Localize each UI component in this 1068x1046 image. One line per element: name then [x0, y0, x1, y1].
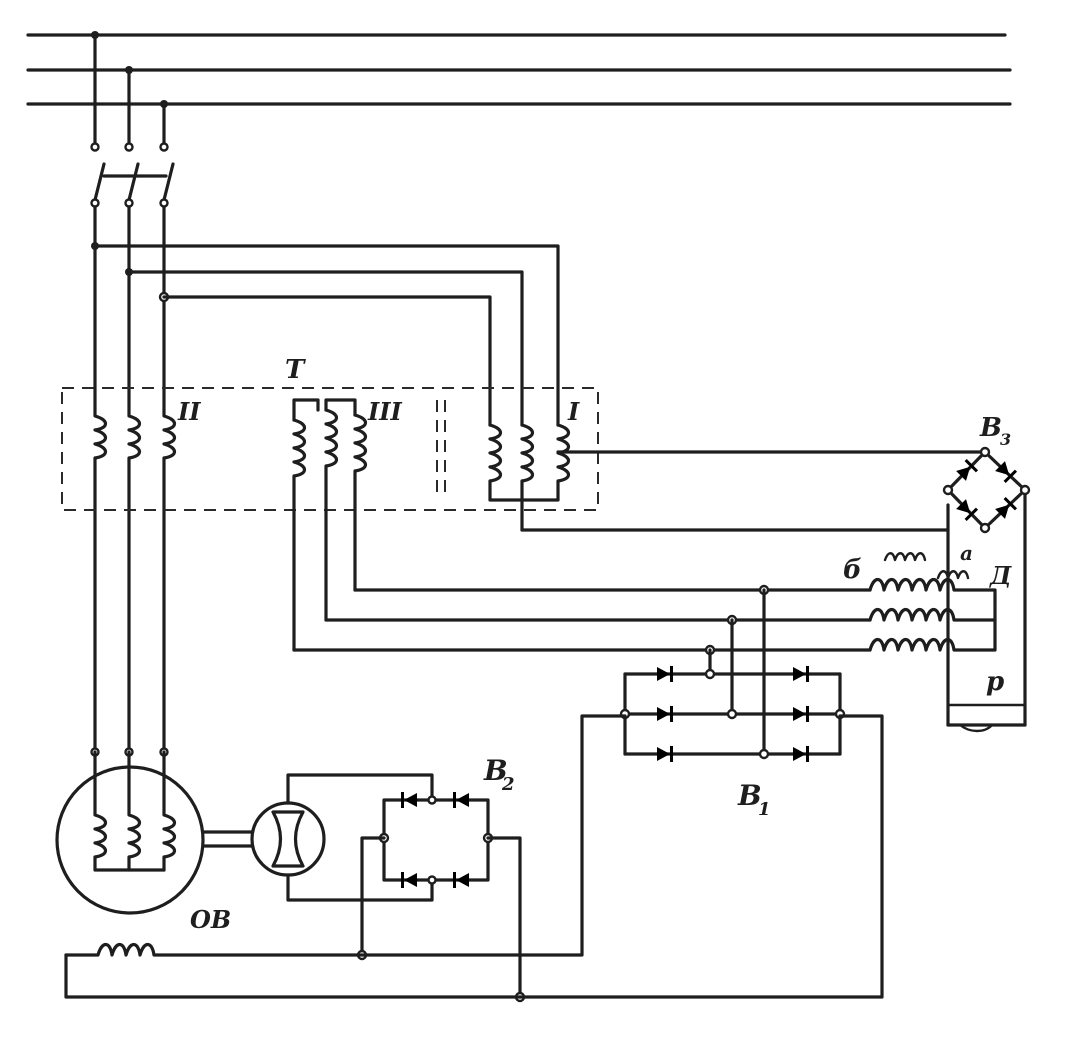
- rectifier-B1: [619, 666, 846, 762]
- field-winding-label: ОВ: [190, 905, 231, 934]
- winding-I-feed-wires: [93, 244, 560, 427]
- winding-II-label: II: [177, 397, 201, 426]
- reactor-feed-wires: [292, 584, 872, 756]
- field-winding-circuit: [64, 714, 884, 999]
- diode-icon: [401, 872, 417, 888]
- winding-III-label: III: [367, 397, 402, 426]
- rectifier-B1-label: B: [737, 779, 762, 812]
- rectifier-B3-label: B: [979, 413, 1002, 443]
- coil-d-label: Д: [989, 561, 1012, 590]
- rectifier-B3-subscript: 3: [1000, 430, 1011, 449]
- transformer-T: [61, 387, 599, 511]
- rectifier-B2-label: B: [483, 754, 508, 787]
- rectifier-B2: [356, 792, 526, 1003]
- coil-b-label: б: [843, 555, 862, 585]
- main-switch: [90, 31, 175, 208]
- winding-III: [292, 398, 368, 652]
- winding-I: [488, 423, 987, 532]
- rectifier-B2-subscript: 2: [501, 774, 515, 795]
- saturable-reactor: [868, 488, 1027, 733]
- coil-a-label: а: [960, 541, 973, 565]
- tachogenerator: [250, 773, 434, 902]
- motor: [55, 750, 254, 915]
- diode-icon: [401, 792, 417, 808]
- diode-icon: [793, 706, 809, 722]
- diode-icon: [657, 666, 673, 682]
- supply-bus-bars: [26, 33, 1012, 106]
- diode-icon: [793, 746, 809, 762]
- coil-r-label: р: [986, 667, 1004, 697]
- diode-icon: [657, 746, 673, 762]
- diode-icon: [657, 706, 673, 722]
- rectifier-B1-subscript: 1: [758, 799, 771, 820]
- diode-icon: [453, 792, 469, 808]
- winding-I-label: I: [567, 397, 580, 426]
- diode-icon: [453, 872, 469, 888]
- motor-feeders: [90, 205, 177, 757]
- transformer-label: T: [285, 355, 306, 385]
- rectifier-B3: [942, 446, 1031, 534]
- diode-icon: [793, 666, 809, 682]
